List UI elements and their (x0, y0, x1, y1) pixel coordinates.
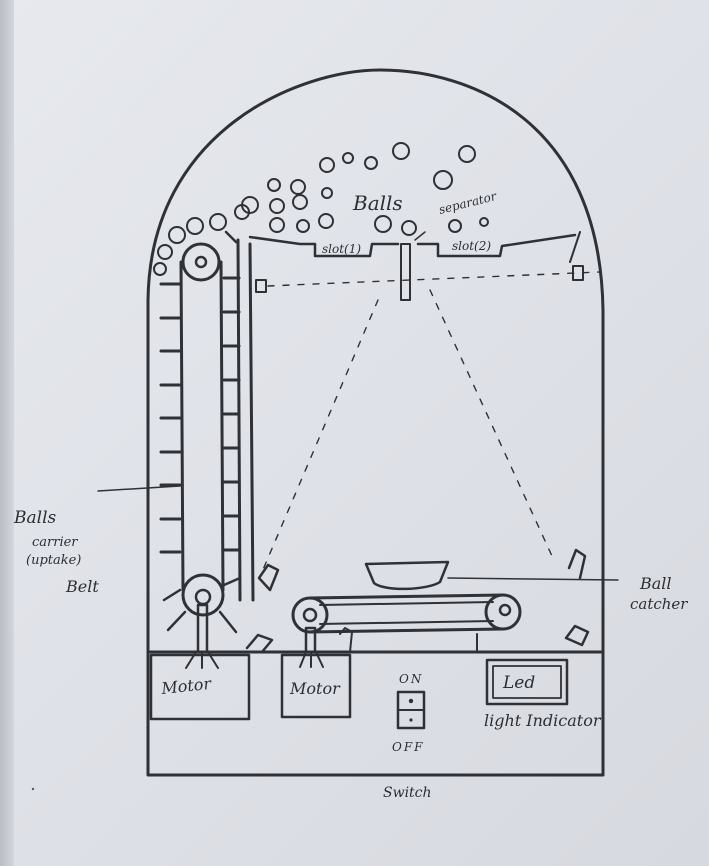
light-indicator-label: light Indicator (484, 711, 602, 730)
deflector-plates (259, 550, 585, 590)
sensor-beams (262, 272, 600, 572)
ink-dot (32, 788, 34, 790)
slot1-label: slot(1) (322, 242, 361, 256)
switch-label: Switch (383, 785, 432, 801)
belt-pointer-line (98, 486, 180, 491)
balls-label: Balls (352, 191, 403, 215)
motor-left-label: Motor (159, 674, 213, 698)
switch-on-label: ON (399, 672, 423, 686)
motor-right-label: Motor (289, 679, 341, 698)
switch-off-label: OFF (392, 740, 425, 754)
belt-label-line4: Belt (65, 577, 99, 596)
catcher-pointer-line (448, 578, 618, 580)
power-switch (398, 692, 424, 728)
belt-label-line1: Balls (13, 508, 57, 528)
belt-paddles-left (161, 284, 180, 552)
slot2-label: slot(2) (452, 239, 491, 253)
catcher-label-line2: catcher (630, 595, 688, 613)
lower-conveyor (293, 595, 520, 652)
belt-label-line2: carrier (32, 535, 78, 550)
uptake-belt (181, 232, 253, 615)
catcher-label-line1: Ball (639, 574, 672, 593)
belt-paddles-right (224, 278, 239, 550)
led-label: Led (502, 673, 535, 693)
separator-plate (401, 232, 425, 300)
separator-label: separator (437, 189, 499, 217)
belt-label-line3: (uptake) (26, 553, 81, 568)
housing (148, 70, 603, 775)
ball-channel (250, 232, 583, 292)
